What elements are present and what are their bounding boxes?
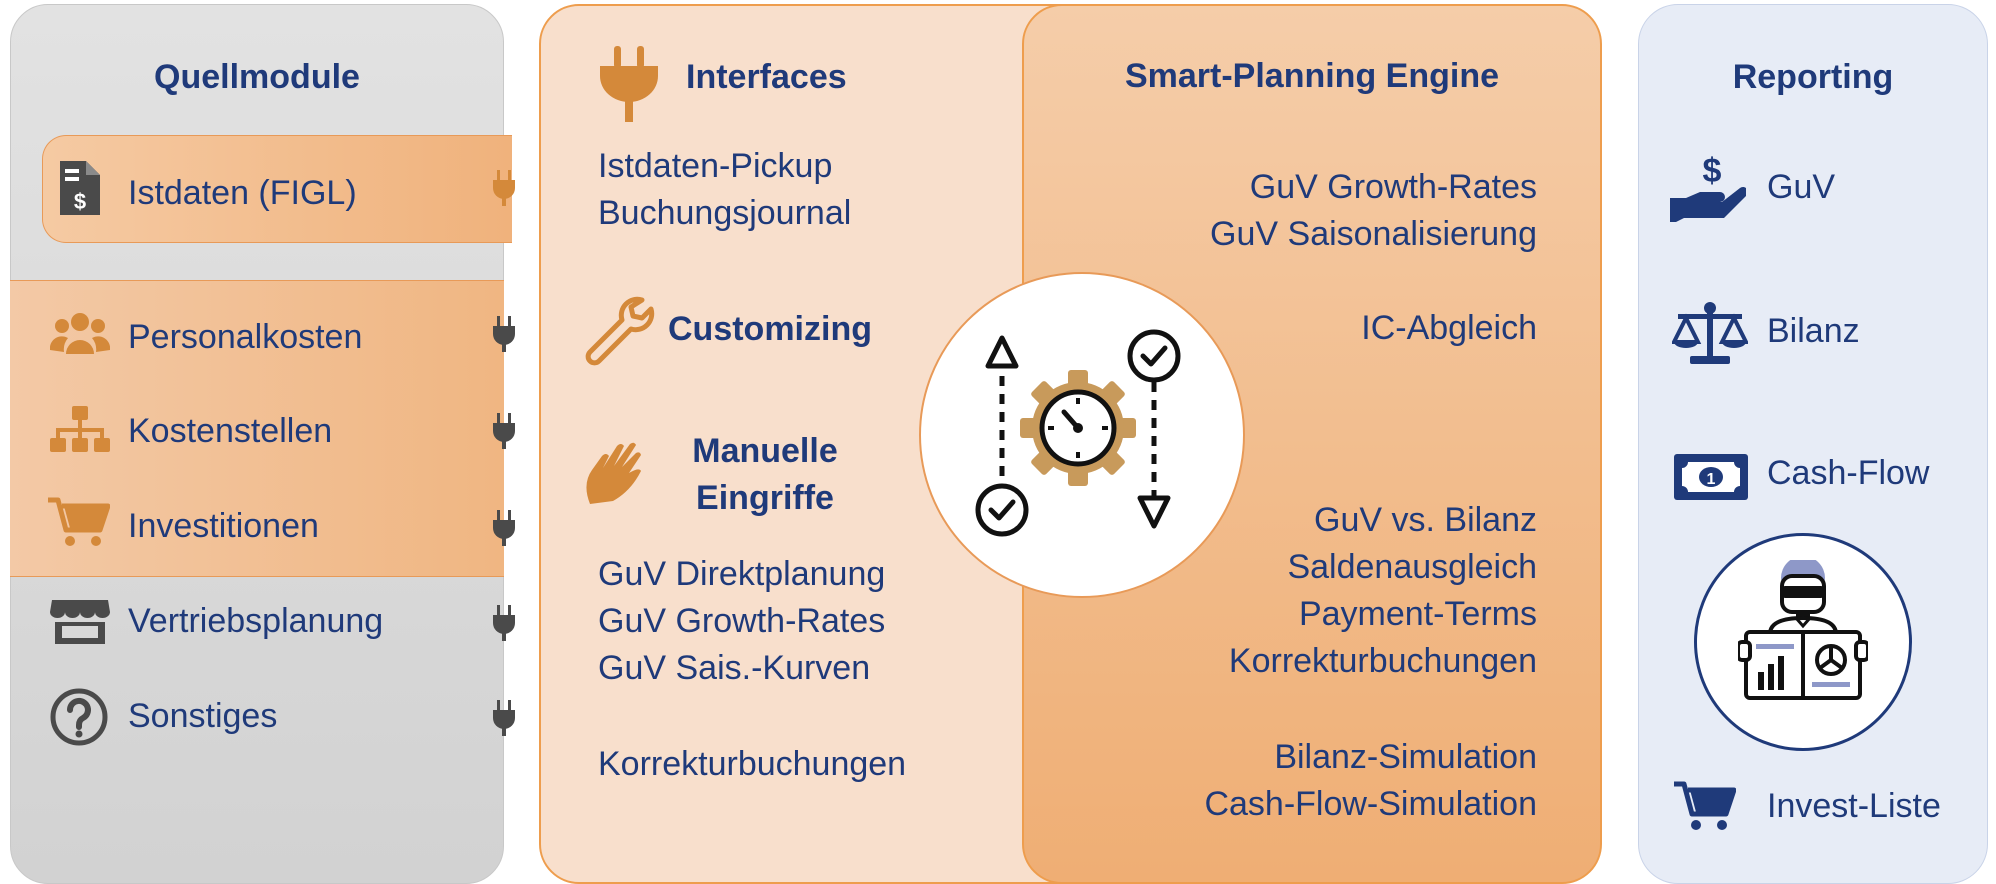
actuals-module-box <box>42 135 512 243</box>
hands-icon <box>586 442 641 504</box>
plug-icon <box>493 510 515 546</box>
balance-scale-icon <box>1672 302 1748 364</box>
hand-dollar-icon: $ <box>1670 152 1746 222</box>
svg-text:$: $ <box>1703 152 1722 190</box>
reporting-panel <box>1638 4 1988 884</box>
source-item-sales: Vertriebsplanung <box>128 602 384 640</box>
banknote-icon: 1 <box>1674 454 1748 500</box>
engine-item-pl-vs-bs: GuV vs. Bilanz <box>1314 501 1537 539</box>
engine-item-payment: Payment-Terms <box>1298 595 1537 633</box>
question-circle-icon <box>50 688 108 746</box>
svg-text:1: 1 <box>1707 471 1716 488</box>
store-icon <box>50 600 110 644</box>
manual-title: Manuelle Eingriffe <box>640 428 890 522</box>
interfaces-item-journal: Buchungsjournal <box>598 194 852 232</box>
engine-item-seasonal: GuV Saisonalisierung <box>1210 215 1537 253</box>
cart-icon <box>1674 781 1736 830</box>
source-modules-title: Quellmodule <box>154 58 360 96</box>
source-item-cost-centers: Kostenstellen <box>128 412 333 450</box>
manual-item-corrections: Korrekturbuchungen <box>598 745 907 783</box>
wrench-icon <box>585 296 655 366</box>
gear-process-icon <box>975 329 1181 537</box>
source-item-investments: Investitionen <box>128 507 319 545</box>
plug-icon <box>493 413 515 449</box>
report-item-pl: GuV <box>1767 168 1836 206</box>
reporting-title: Reporting <box>1732 58 1894 96</box>
interfaces-item-pickup: Istdaten-Pickup <box>598 147 833 185</box>
engine-item-corrections: Korrekturbuchungen <box>1228 642 1537 680</box>
robot-analyst-icon <box>1738 560 1868 700</box>
source-item-other: Sonstiges <box>128 697 278 735</box>
engine-item-ic: IC-Abgleich <box>1361 309 1537 347</box>
manual-title-line1: Manuelle <box>692 432 838 470</box>
users-icon <box>50 313 110 354</box>
plug-icon <box>493 316 515 352</box>
manual-item-growth: GuV Growth-Rates <box>598 602 886 640</box>
engine-item-bs-sim: Bilanz-Simulation <box>1274 738 1537 776</box>
plug-icon <box>600 46 658 122</box>
sitemap-icon <box>50 406 110 452</box>
manual-item-curves: GuV Sais.-Kurven <box>598 649 871 687</box>
source-item-personnel: Personalkosten <box>128 318 363 356</box>
report-item-invest: Invest-Liste <box>1767 787 1941 825</box>
report-item-cf: Cash-Flow <box>1767 454 1930 492</box>
engine-item-growth: GuV Growth-Rates <box>1249 168 1537 206</box>
cart-icon <box>48 497 110 546</box>
engine-title: Smart-Planning Engine <box>1124 57 1500 95</box>
manual-item-direct: GuV Direktplanung <box>598 555 886 593</box>
customizing-title: Customizing <box>668 310 872 348</box>
engine-item-cf-sim: Cash-Flow-Simulation <box>1204 785 1537 823</box>
plug-icon <box>493 170 515 206</box>
source-item-actuals: Istdaten (FIGL) <box>128 174 357 212</box>
plug-icon <box>493 605 515 641</box>
manual-title-line2: Eingriffe <box>696 479 834 517</box>
plug-icon <box>493 700 515 736</box>
interfaces-title: Interfaces <box>686 58 847 96</box>
engine-item-balancing: Saldenausgleich <box>1287 548 1537 586</box>
svg-text:$: $ <box>74 189 86 214</box>
invoice-dollar-icon: $ <box>60 161 100 215</box>
report-item-bs: Bilanz <box>1767 312 1860 350</box>
